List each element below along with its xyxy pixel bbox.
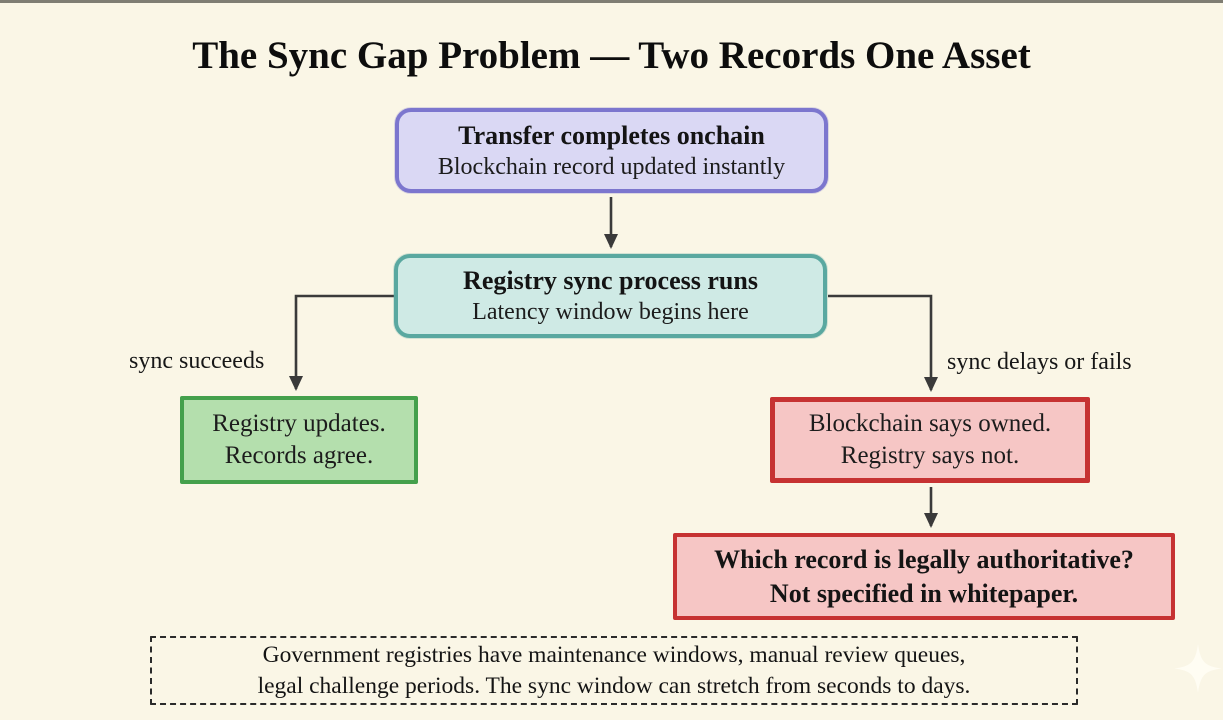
node-legal-question: Which record is legally authoritative? N… xyxy=(673,533,1175,620)
arrow-sync-to-success xyxy=(289,294,394,391)
footnote-line1: Government registries have maintenance w… xyxy=(262,642,966,669)
node-conflict-line1: Blockchain says owned. xyxy=(808,410,1052,437)
node-question-line1: Which record is legally authoritative? xyxy=(714,545,1134,575)
edge-label-sync-delays: sync delays or fails xyxy=(947,349,1132,375)
node-sync-title: Registry sync process runs xyxy=(463,266,758,295)
node-sync-subtitle: Latency window begins here xyxy=(472,299,749,326)
edge-label-sync-succeeds: sync succeeds xyxy=(129,348,265,374)
arrow-sync-to-conflict xyxy=(828,294,938,392)
node-transfer-completes: Transfer completes onchain Blockchain re… xyxy=(395,108,828,193)
node-success-line2: Records agree. xyxy=(224,442,374,469)
node-success-line1: Registry updates. xyxy=(212,410,386,437)
page-title: The Sync Gap Problem — Two Records One A… xyxy=(192,34,1031,77)
node-transfer-title: Transfer completes onchain xyxy=(458,120,765,150)
node-conflict-line2: Registry says not. xyxy=(840,442,1020,469)
node-records-conflict: Blockchain says owned. Registry says not… xyxy=(770,397,1090,483)
node-question-line2: Not specified in whitepaper. xyxy=(769,578,1079,608)
footnote-line2: legal challenge periods. The sync window… xyxy=(257,672,971,699)
node-registry-sync: Registry sync process runs Latency windo… xyxy=(394,254,827,338)
node-registry-updates: Registry updates. Records agree. xyxy=(180,396,418,484)
top-edge-strip xyxy=(0,0,1223,3)
node-transfer-subtitle: Blockchain record updated instantly xyxy=(437,153,786,180)
footnote-box: Government registries have maintenance w… xyxy=(150,636,1078,705)
